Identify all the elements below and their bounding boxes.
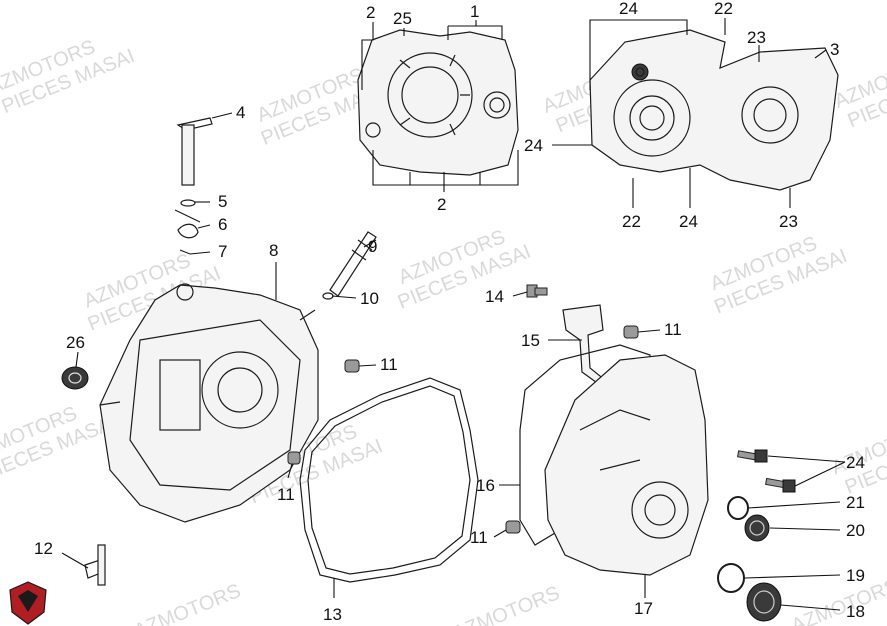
callout-24: 24 [524, 136, 543, 155]
crankcase-half-left [99, 283, 319, 523]
plug-20 [744, 514, 770, 542]
callout-6: 6 [218, 215, 227, 234]
callout-1: 1 [470, 2, 479, 21]
callout-22: 22 [622, 212, 641, 231]
oring-21 [727, 496, 749, 520]
callout-9: 9 [368, 237, 377, 256]
dowel-pins-11 [287, 325, 639, 534]
right-crankcase-cover-17 [544, 354, 709, 576]
callout-labels: 1 2 25 2 24 22 23 3 24 22 24 23 4 5 6 7 … [34, 0, 865, 624]
callout-3: 3 [830, 40, 839, 59]
callout-7: 7 [218, 242, 227, 261]
callout-22: 22 [714, 0, 733, 18]
callout-10: 10 [360, 289, 379, 308]
callout-25: 25 [393, 9, 412, 28]
bolt-14 [526, 284, 548, 298]
long-bolt-9 [322, 231, 377, 300]
callout-21: 21 [846, 493, 865, 512]
callout-8: 8 [269, 241, 278, 260]
callout-11: 11 [470, 528, 488, 547]
oring-19 [717, 563, 745, 593]
callout-23: 23 [779, 212, 798, 231]
bolts-24 [737, 449, 796, 493]
callout-11: 11 [664, 320, 682, 339]
callout-24: 24 [846, 453, 865, 472]
gasket-13 [299, 377, 479, 583]
fitting-12 [84, 544, 106, 586]
watermark-line1: AZMOTORS [788, 575, 887, 626]
crankcase-cover-top-right [589, 29, 839, 191]
callout-5: 5 [218, 192, 227, 211]
callout-24: 24 [679, 212, 698, 231]
plug-18 [746, 582, 782, 622]
callout-16: 16 [476, 476, 495, 495]
callout-4: 4 [236, 103, 245, 122]
callout-18: 18 [846, 602, 865, 621]
callout-20: 20 [846, 521, 865, 540]
callout-23: 23 [747, 28, 766, 47]
watermark-line1: AZMOTORS [450, 582, 563, 626]
callout-17: 17 [634, 599, 653, 618]
shift-shaft-parts [174, 117, 213, 255]
leader-lines [61, 18, 846, 611]
watermark-line1: AZMOTORS [131, 580, 244, 626]
callout-24: 24 [619, 0, 638, 18]
brand-logo [9, 581, 47, 625]
callout-19: 19 [846, 566, 865, 585]
callout-13: 13 [323, 605, 342, 624]
callout-11: 11 [277, 485, 295, 504]
clutch-cover-top [357, 29, 519, 176]
callout-14: 14 [485, 287, 504, 306]
callout-15: 15 [521, 331, 540, 350]
callout-2: 2 [366, 3, 375, 22]
bracket-15 [562, 304, 606, 386]
bushing-26 [61, 366, 89, 390]
callout-11: 11 [380, 355, 398, 374]
callout-12: 12 [34, 539, 53, 558]
callout-26: 26 [66, 333, 85, 352]
callout-2: 2 [437, 195, 446, 214]
